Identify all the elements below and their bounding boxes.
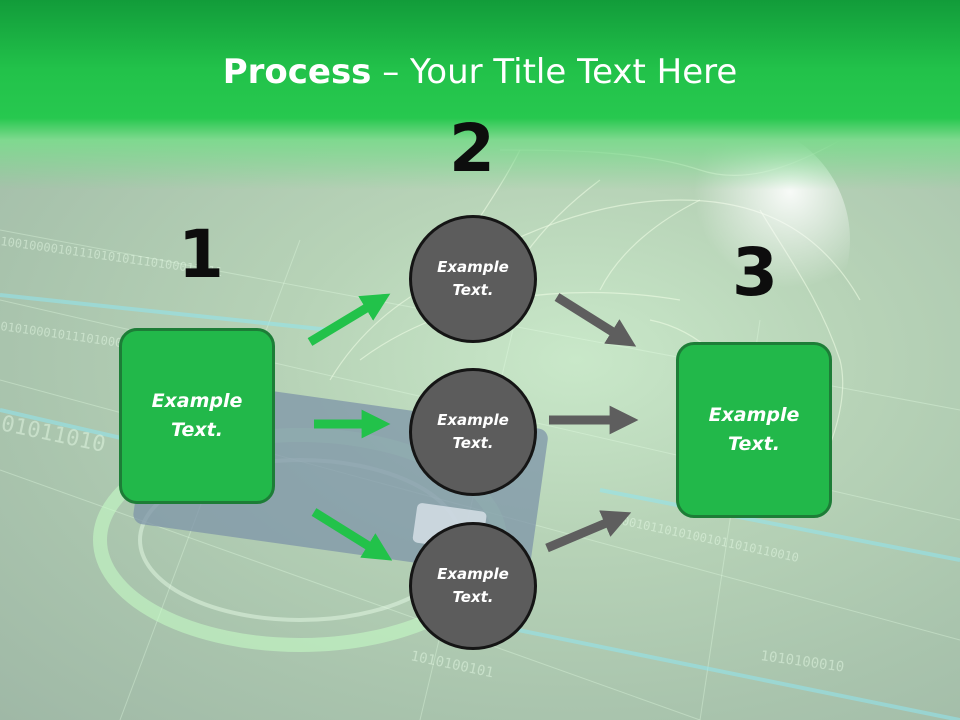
title-rest: – Your Title Text Here: [371, 52, 738, 92]
svg-text:01011010: 01011010: [0, 411, 108, 457]
circle-bottom: Example Text.: [409, 522, 537, 650]
step-number-2: 2: [449, 110, 495, 187]
title-bold: Process: [222, 52, 372, 92]
svg-text:1010100010: 1010100010: [759, 648, 845, 676]
circle-middle: Example Text.: [409, 368, 537, 496]
step-3-text: Example Text.: [708, 404, 800, 455]
circle-top: Example Text.: [409, 215, 537, 343]
slide-title: Process – Your Title Text Here: [0, 52, 960, 92]
step-1-text: Example Text.: [151, 390, 243, 441]
step-3-box: Example Text.: [676, 342, 832, 518]
circle-bottom-text: Example Text.: [437, 565, 509, 606]
circle-top-text: Example Text.: [437, 258, 509, 299]
step-number-3: 3: [732, 234, 778, 311]
svg-text:1010100101: 1010100101: [409, 648, 495, 681]
title-bar: [0, 0, 960, 190]
circle-middle-text: Example Text.: [437, 411, 509, 452]
step-number-1: 1: [178, 216, 224, 293]
step-1-box: Example Text.: [119, 328, 275, 504]
